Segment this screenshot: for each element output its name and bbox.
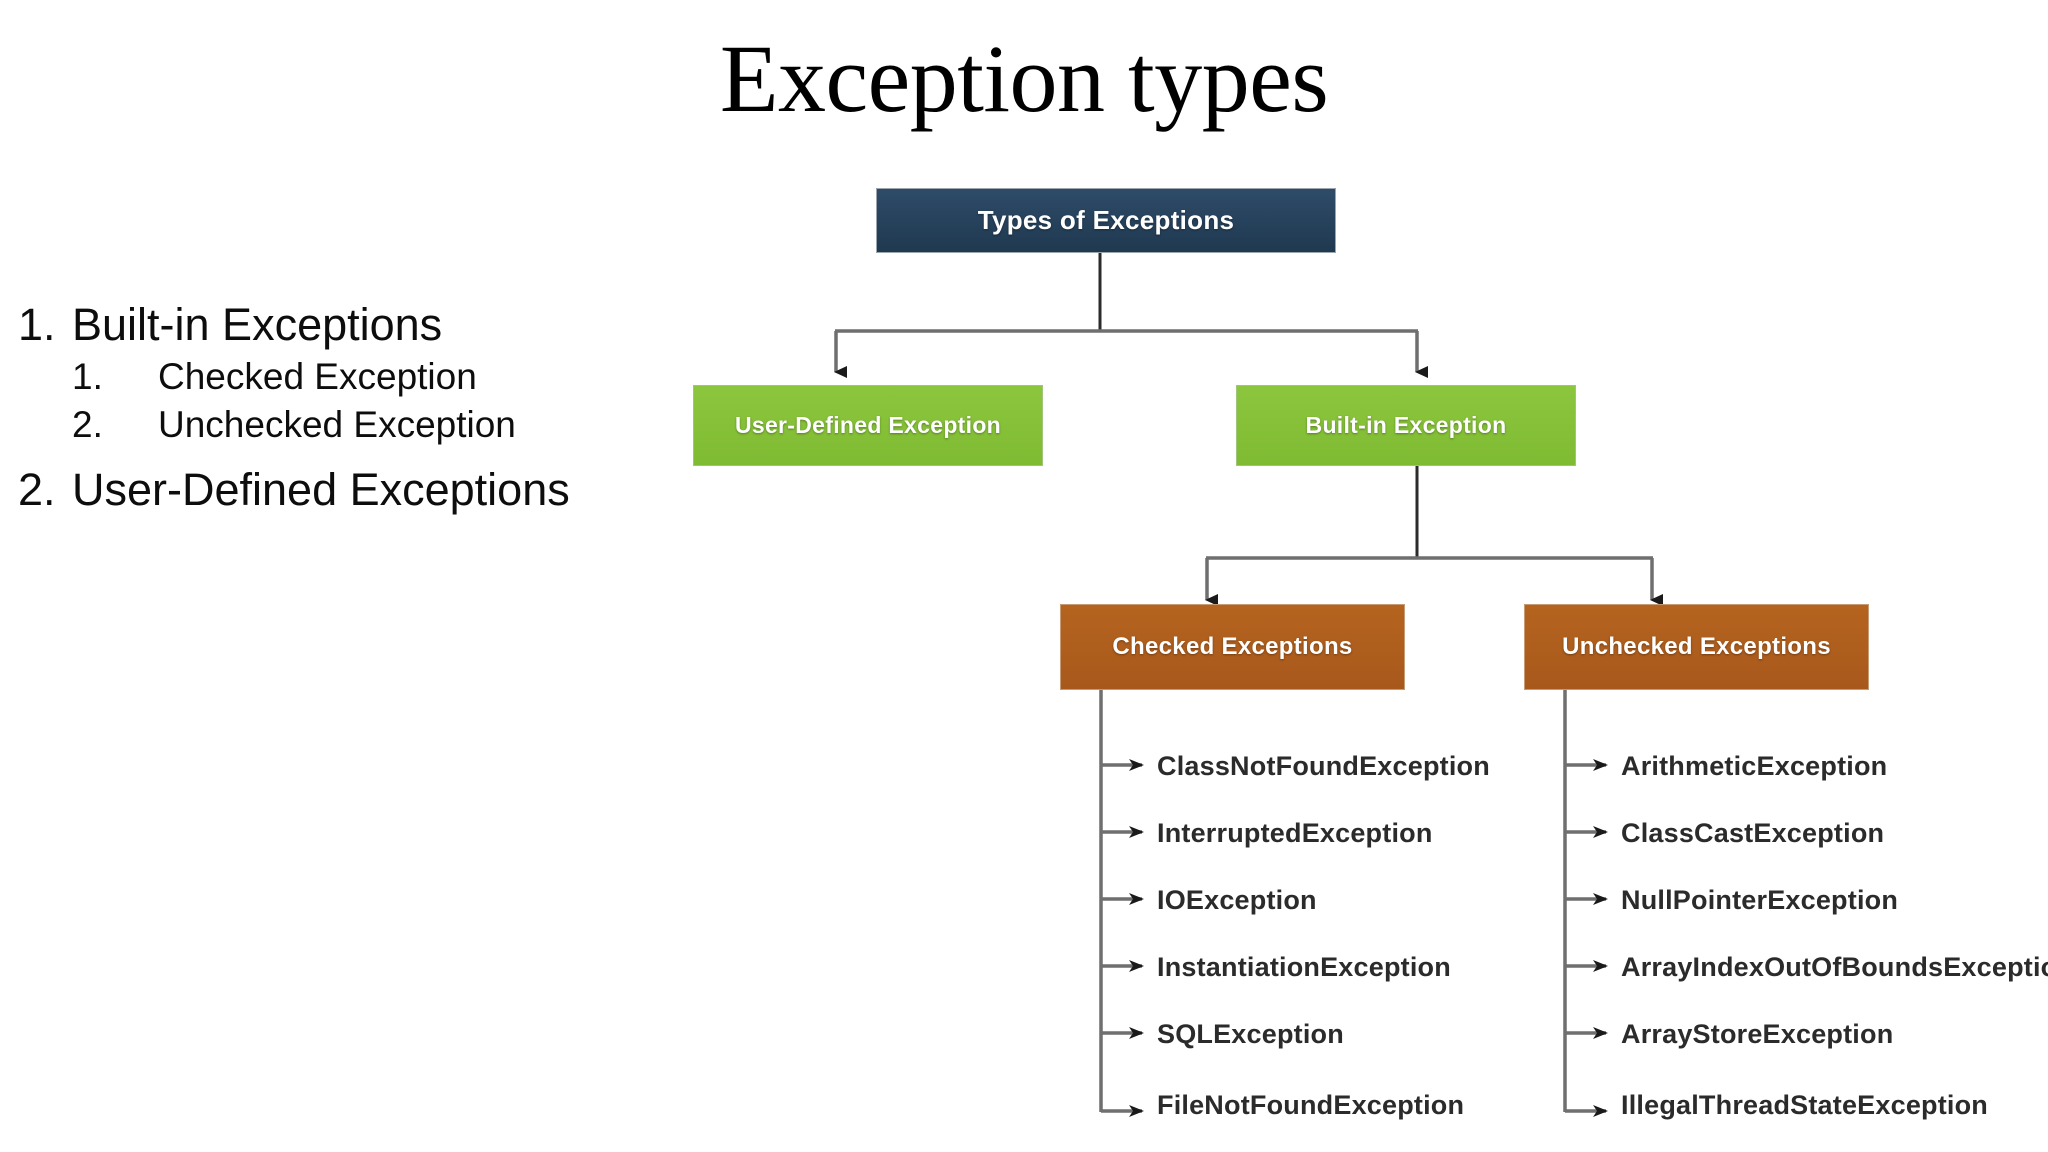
leaf-unchecked-3: ArrayIndexOutOfBoundsException	[1621, 952, 2048, 982]
leaf-checked-2: IOException	[1157, 885, 1317, 915]
node-built-in-exception[interactable]: Built-in Exception	[1236, 385, 1576, 466]
list-item-label: Built-in Exceptions	[72, 299, 443, 350]
list-item-number: 1.	[72, 356, 103, 398]
leaf-checked-3: InstantiationException	[1157, 952, 1451, 982]
page-title: Exception types	[719, 25, 1329, 132]
list-item-number: 2.	[18, 464, 56, 516]
leaf-checked-5: FileNotFoundException	[1157, 1090, 1465, 1120]
node-unchecked-exceptions[interactable]: Unchecked Exceptions	[1524, 604, 1869, 690]
list-item-builtin-exceptions: 1. Built-in Exceptions	[18, 296, 718, 353]
leaf-unchecked-0: ArithmeticException	[1621, 751, 1888, 781]
list-item-unchecked-exception: 2. Unchecked Exception	[72, 401, 718, 449]
list-item-user-defined-exceptions: 2. User-Defined Exceptions	[18, 461, 718, 518]
list-item-label: Checked Exception	[158, 356, 477, 398]
node-types-of-exceptions[interactable]: Types of Exceptions	[876, 188, 1336, 253]
outline-list: 1. Built-in Exceptions 1. Checked Except…	[18, 296, 718, 518]
leaf-unchecked-2: NullPointerException	[1621, 885, 1899, 915]
leaf-unchecked-4: ArrayStoreException	[1621, 1019, 1894, 1049]
leaf-checked-1: InterruptedException	[1157, 818, 1433, 848]
list-item-number: 1.	[18, 299, 56, 350]
leaf-unchecked-1: ClassCastException	[1621, 818, 1885, 848]
leaf-checked-0: ClassNotFoundException	[1157, 751, 1490, 781]
list-item-number: 2.	[72, 404, 103, 446]
node-checked-exceptions[interactable]: Checked Exceptions	[1060, 604, 1405, 690]
leaf-checked-4: SQLException	[1157, 1019, 1344, 1049]
list-item-label: User-Defined Exceptions	[72, 464, 570, 516]
list-item-checked-exception: 1. Checked Exception	[72, 353, 718, 401]
list-item-label: Unchecked Exception	[158, 404, 516, 446]
node-user-defined-exception[interactable]: User-Defined Exception	[693, 385, 1043, 466]
leaf-unchecked-5: IllegalThreadStateException	[1621, 1090, 1988, 1120]
